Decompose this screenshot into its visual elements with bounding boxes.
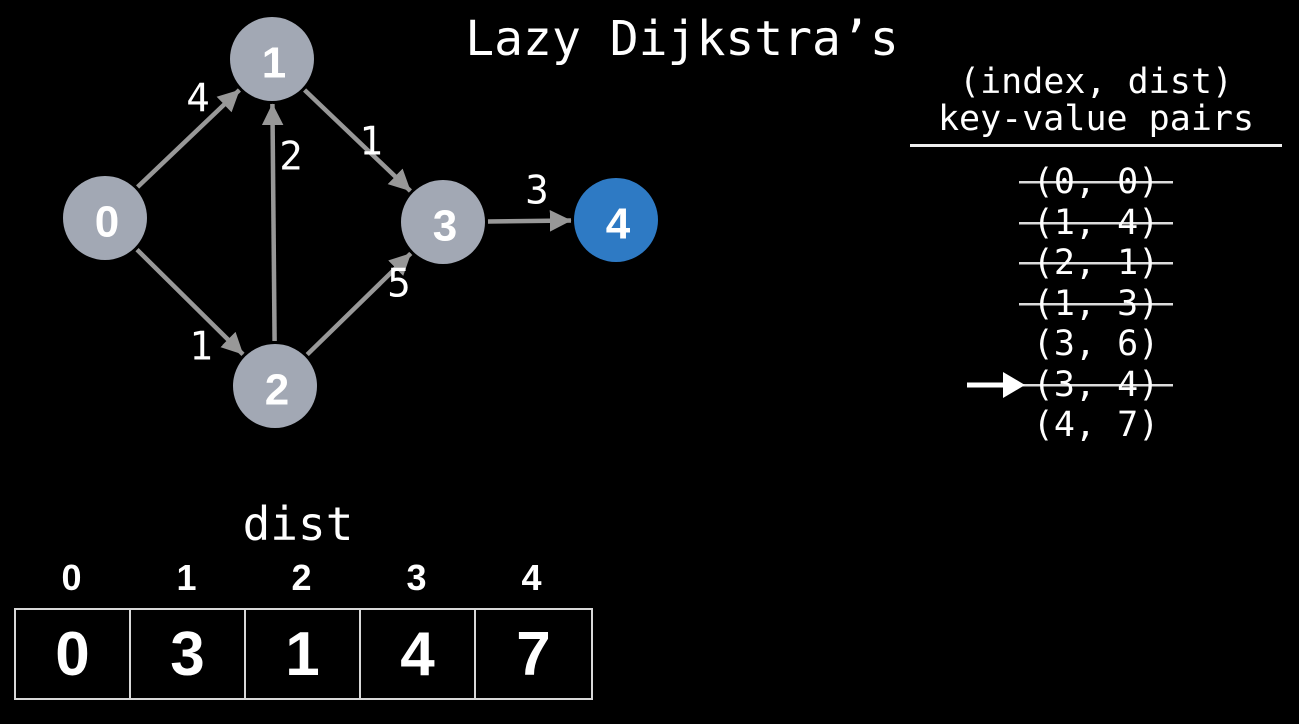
graph-node-label-2: 2 xyxy=(265,366,289,415)
edge-0-to-2 xyxy=(135,248,245,356)
queue-pair-row-1: (1, 4) xyxy=(910,202,1282,244)
dist-cell-0: 0 xyxy=(16,610,131,698)
queue-pair: (4, 7) xyxy=(1032,405,1160,446)
queue-pair-row-4: (3, 6) xyxy=(910,324,1282,365)
edge-weight-3-4: 3 xyxy=(525,169,548,214)
queue-header-line1: (index, dist) xyxy=(959,62,1233,102)
queue-pair-row-2: (2, 1) xyxy=(910,243,1282,284)
edge-weight-2-3: 5 xyxy=(387,262,410,307)
queue-pair-row-3: (1, 3) xyxy=(910,283,1282,325)
edge-weight-0-2: 1 xyxy=(189,325,212,370)
graph-node-label-0: 0 xyxy=(95,198,119,247)
edge-3-to-4 xyxy=(487,209,572,232)
queue-pair-crossed: (3, 4) xyxy=(1018,364,1174,405)
dist-index-4: 4 xyxy=(521,557,542,598)
edge-weight-0-1: 4 xyxy=(186,77,209,122)
dist-index-0: 0 xyxy=(61,557,82,598)
graph-node-label-4: 4 xyxy=(606,200,631,249)
graph-node-0 xyxy=(63,176,147,260)
queue-pair-crossed: (1, 3) xyxy=(1018,283,1174,324)
queue-header: (index, dist) key-value pairs xyxy=(910,64,1282,147)
graph-node-3 xyxy=(401,180,485,264)
dist-index-row: 0 1 2 3 4 xyxy=(14,556,589,600)
edge-weight-2-1: 2 xyxy=(279,135,302,180)
dist-value-2: 1 xyxy=(285,619,320,689)
queue-pair-crossed: (2, 1) xyxy=(1018,243,1174,284)
dist-value-4: 7 xyxy=(516,619,551,689)
queue-pair-row-6: (4, 7) xyxy=(910,405,1282,446)
dist-value-0: 0 xyxy=(55,619,90,689)
edge-weight-1-3: 1 xyxy=(359,120,382,165)
queue-pair-list: (0, 0)(1, 4)(2, 1)(1, 3)(3, 6)(3, 4)(4, … xyxy=(910,162,1282,446)
dist-value-1: 3 xyxy=(170,619,205,689)
queue-pair: (3, 6) xyxy=(1032,324,1160,365)
dist-index-2: 2 xyxy=(291,557,312,598)
dist-cell-4: 7 xyxy=(476,610,591,698)
queue-pair-row-0: (0, 0) xyxy=(910,162,1282,203)
edge-1-to-3 xyxy=(303,88,412,193)
queue-pair-row-5: (3, 4) xyxy=(910,364,1282,406)
queue-header-line2: key-value pairs xyxy=(937,99,1255,139)
page-title: Lazy Dijkstra’s xyxy=(465,11,899,67)
edge-2-to-1 xyxy=(261,103,284,342)
graph-node-2 xyxy=(233,344,317,428)
dist-array: 0 3 1 4 7 xyxy=(14,608,593,700)
dist-index-3: 3 xyxy=(406,557,427,598)
current-pair-arrow-icon xyxy=(967,371,1025,398)
dist-array-title: dist xyxy=(242,497,354,551)
graph-node-label-1: 1 xyxy=(262,39,286,88)
edge-2-to-3 xyxy=(305,251,413,357)
graph-node-4 xyxy=(574,178,658,262)
edge-0-to-1 xyxy=(136,88,241,189)
dist-cell-2: 1 xyxy=(246,610,361,698)
graph-node-1 xyxy=(230,17,314,101)
queue-pair-crossed: (1, 4) xyxy=(1018,202,1174,243)
queue-pair-crossed: (0, 0) xyxy=(1018,162,1174,203)
dist-cell-1: 3 xyxy=(131,610,246,698)
dist-index-1: 1 xyxy=(176,557,197,598)
graph-node-label-3: 3 xyxy=(433,202,457,251)
dist-value-3: 4 xyxy=(400,619,435,689)
priority-queue-panel: (index, dist) key-value pairs (0, 0)(1, … xyxy=(910,64,1282,446)
dist-cell-3: 4 xyxy=(361,610,476,698)
